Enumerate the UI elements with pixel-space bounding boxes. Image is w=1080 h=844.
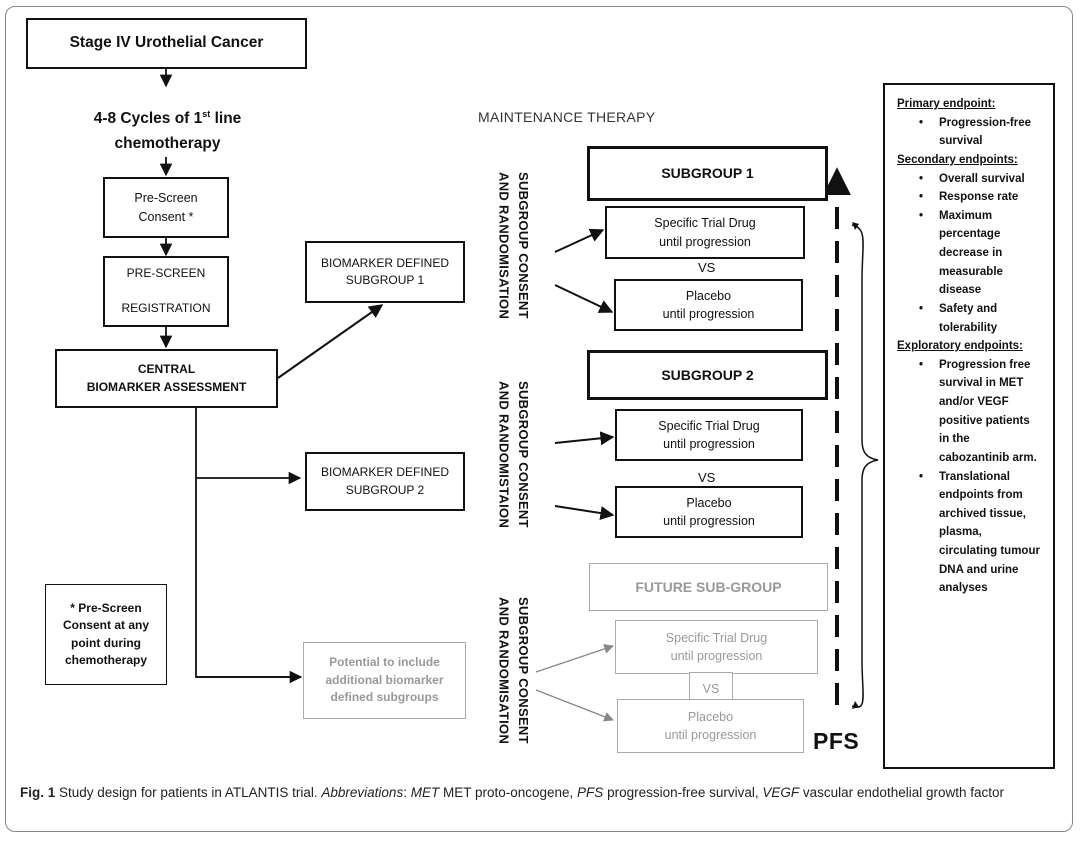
subgroup-2-placebo-box: Placebo until progression [615, 486, 803, 538]
exploratory-endpoints-list: Progression free survival in MET and/or … [897, 356, 1043, 598]
arrow-sub1-placebo [554, 284, 614, 313]
subgroup-1-drug-box: Specific Trial Drug until progression [605, 206, 805, 259]
subgroup-1-title: SUBGROUP 1 [587, 146, 828, 201]
list-item: Safety and tolerability [919, 300, 1043, 337]
central-biomarker-box: CENTRAL BIOMARKER ASSESSMENT [55, 349, 278, 408]
arrow-sub1-drug [554, 228, 605, 253]
figure-frame [5, 6, 1073, 832]
list-item: Progression free survival in MET and/or … [919, 356, 1043, 468]
biomarker-subgroup-1-box: BIOMARKER DEFINED SUBGROUP 1 [305, 241, 465, 303]
potential-subgroups-box: Potential to include additional biomarke… [303, 642, 466, 719]
consent-note-box: * Pre-Screen Consent at any point during… [45, 584, 167, 685]
future-placebo-box: Placebo until progression [617, 699, 804, 753]
trunk-line [195, 408, 298, 678]
future-subgroup-title: FUTURE SUB-GROUP [589, 563, 828, 611]
pfs-label: PFS [813, 728, 860, 754]
secondary-endpoints-list: Overall survival Response rate Maximum p… [897, 170, 1043, 338]
subgroup-2-title: SUBGROUP 2 [587, 350, 828, 400]
stage-box: Stage IV Urothelial Cancer [26, 18, 307, 69]
list-item: Translational endpoints from archived ti… [919, 468, 1043, 598]
biomarker-subgroup-2-box: BIOMARKER DEFINED SUBGROUP 2 [305, 452, 465, 511]
exploratory-endpoints-heading: Exploratory endpoints: [897, 340, 1023, 353]
maintenance-therapy-label: MAINTENANCE THERAPY [478, 109, 656, 125]
secondary-endpoints-heading: Secondary endpoints: [897, 153, 1018, 166]
endpoints-box: Primary endpoint: Progression-free survi… [883, 83, 1055, 769]
primary-endpoint-list: Progression-free survival [897, 114, 1043, 151]
future-drug-box: Specific Trial Drug until progression [615, 620, 818, 674]
list-item: Progression-free survival [919, 114, 1043, 151]
pre-screen-consent-box: Pre-Screen Consent * [103, 177, 229, 238]
randomisation-label-1: SUBGROUP CONSENT AND RANDOMISATION [496, 172, 532, 320]
subgroup-1-vs: VS [698, 260, 716, 275]
arrow-sub2-drug [554, 431, 615, 446]
figure-caption: Fig. 1 Study design for patients in ATLA… [20, 785, 1005, 800]
randomisation-label-2: SUBGROUP CONSENT AND RANDOMISTAION [496, 381, 532, 529]
caption-fig-label: Fig. 1 [20, 785, 56, 800]
pre-screen-registration-box: PRE-SCREEN REGISTRATION [103, 256, 229, 327]
list-item: Response rate [919, 188, 1043, 207]
arrow-sub2-placebo [554, 505, 615, 520]
randomisation-label-3: SUBGROUP CONSENT AND RANDOMISATION [496, 597, 532, 745]
subgroup-2-vs: VS [698, 470, 716, 485]
arrow-future-placebo [535, 689, 614, 722]
arrow-future-drug [535, 644, 614, 673]
list-item: Overall survival [919, 170, 1043, 189]
subgroup-2-drug-box: Specific Trial Drug until progression [615, 409, 803, 461]
arrow-central-to-sub1 [277, 304, 384, 379]
primary-endpoint-heading: Primary endpoint: [897, 98, 996, 110]
list-item: Maximum percentage decrease in measurabl… [919, 207, 1043, 300]
endpoints-brace [851, 224, 879, 708]
subgroup-1-placebo-box: Placebo until progression [614, 279, 803, 331]
